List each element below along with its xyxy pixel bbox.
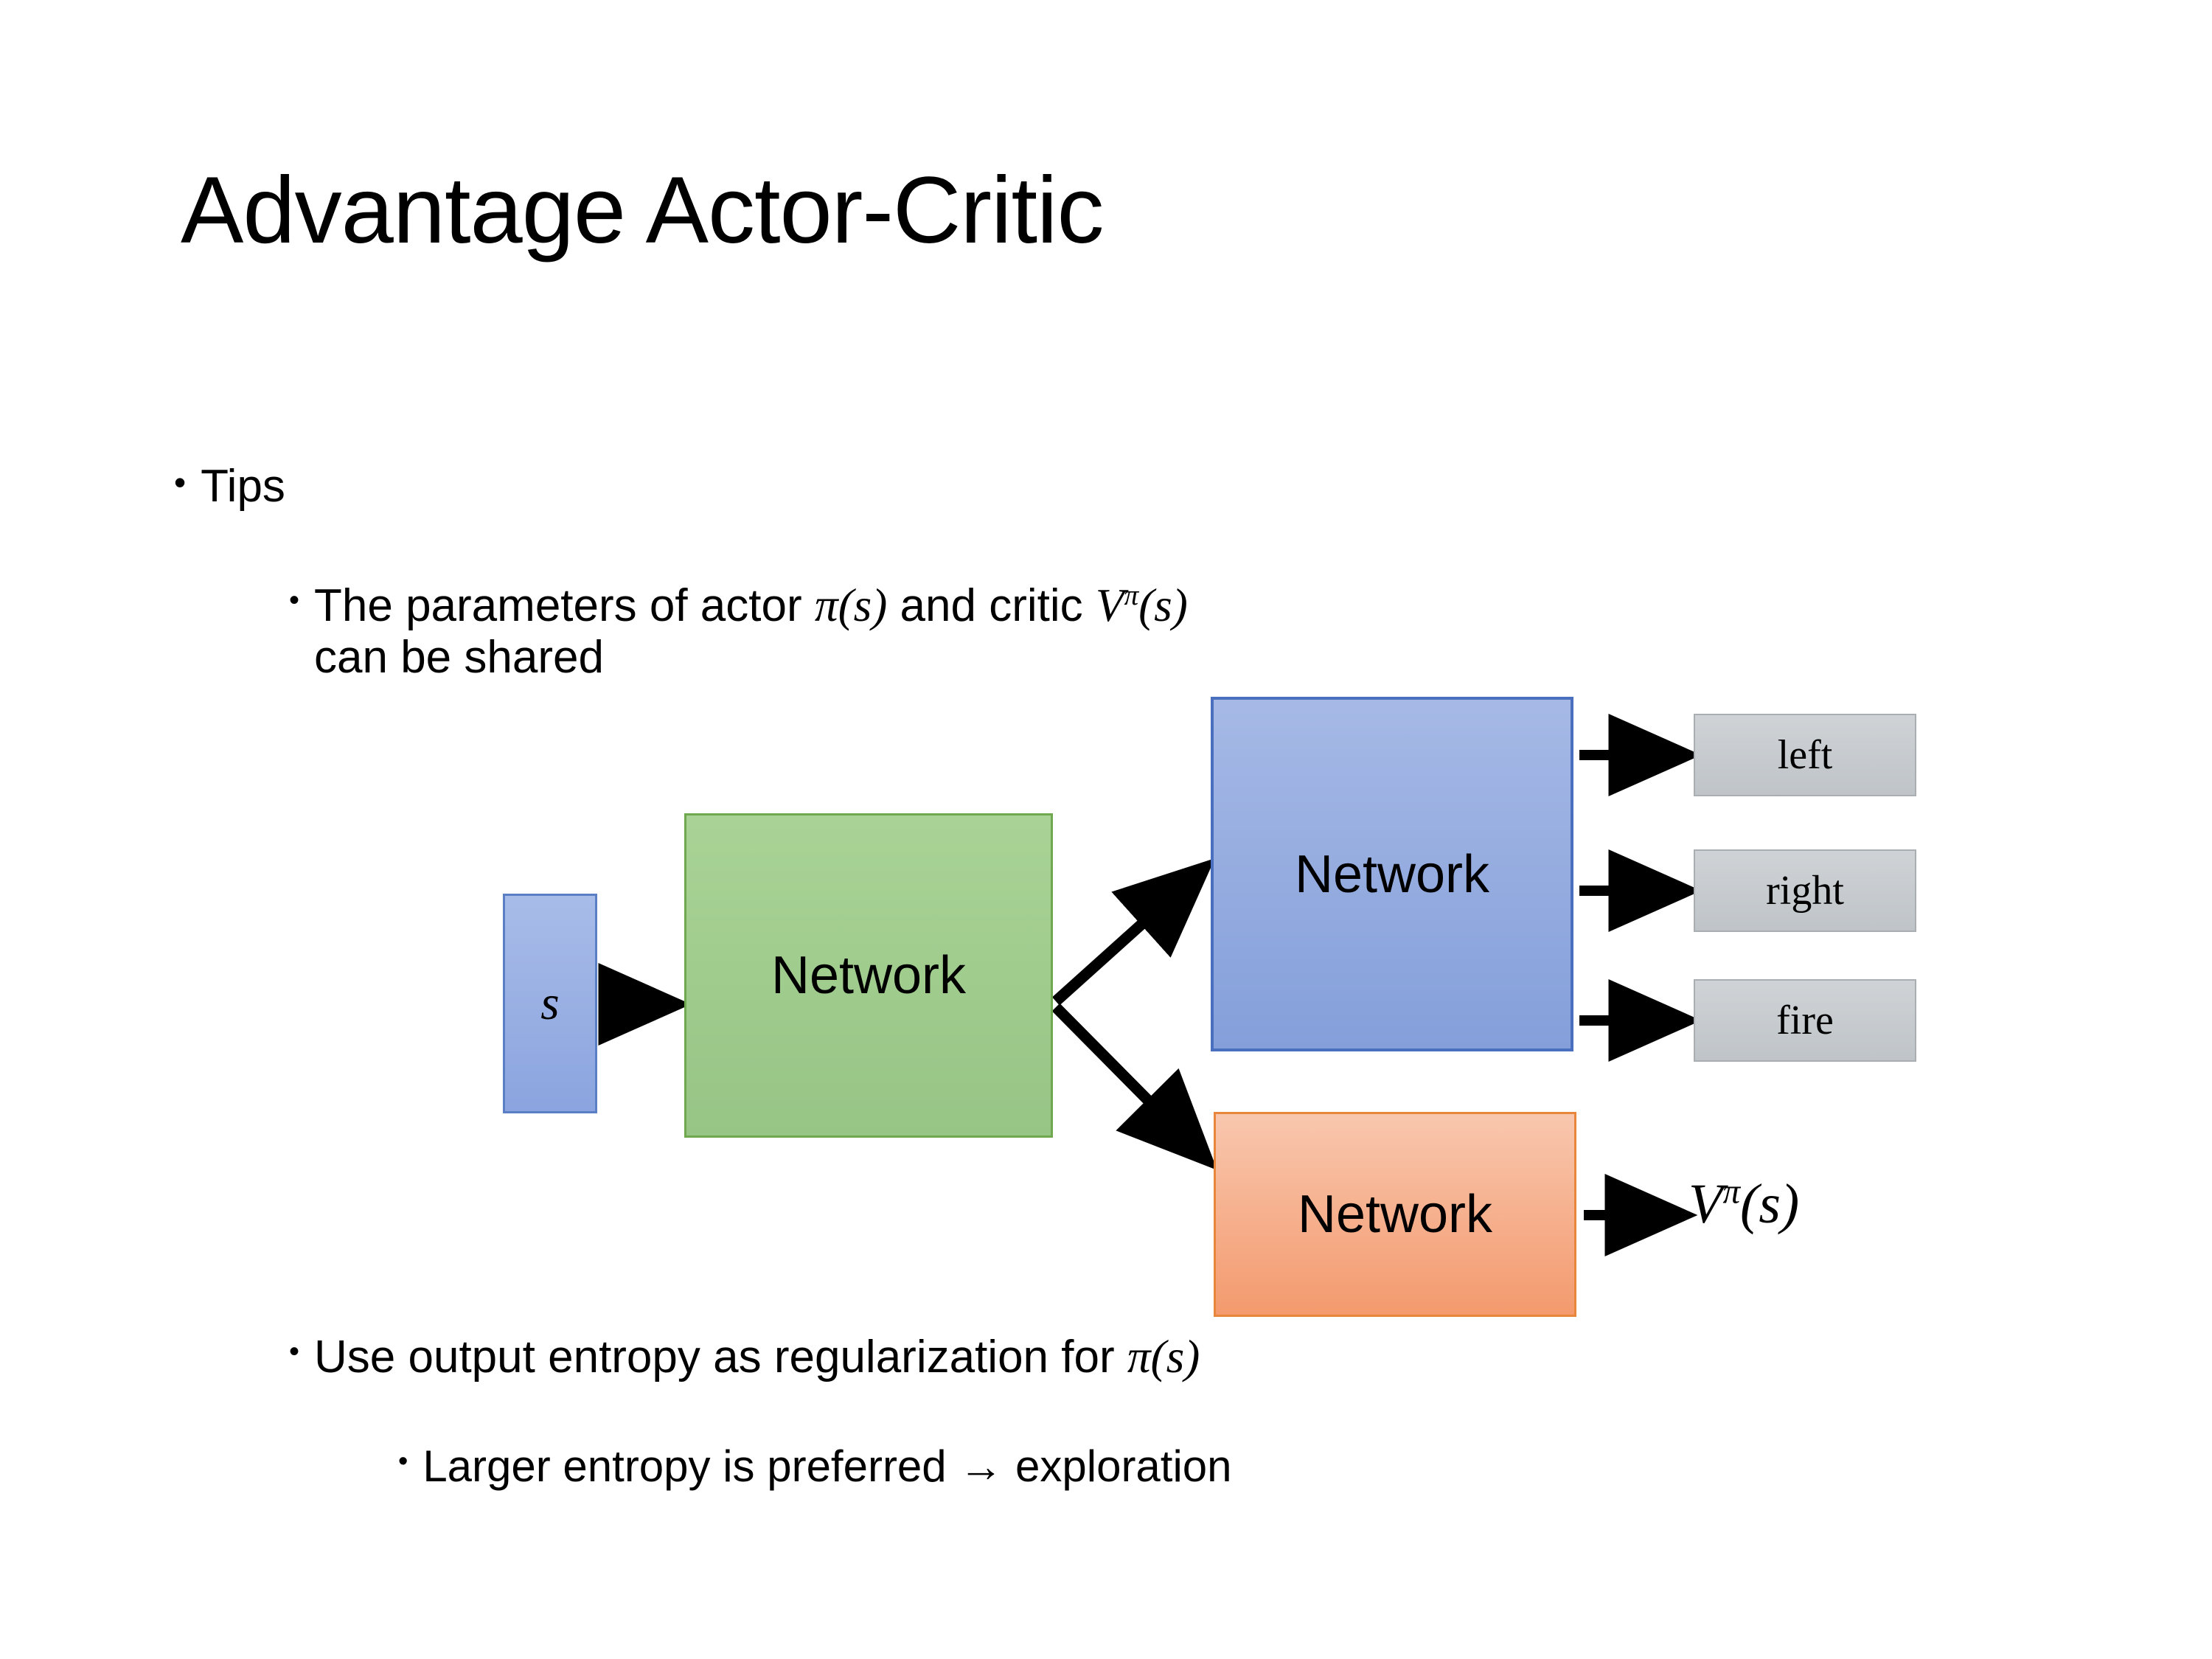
critic-network-label: Network (1297, 1185, 1493, 1244)
bullet-shared-body: The parameters of actor π(s) and critic … (314, 580, 1188, 683)
action-label-left: left (1777, 732, 1833, 778)
shared-network-label: Network (771, 946, 967, 1005)
action-label-right: right (1766, 868, 1844, 914)
critic-v-glyph: V (1095, 580, 1124, 631)
critic-v-superscript: π (1124, 579, 1139, 611)
action-box-fire: fire (1694, 979, 1916, 1062)
arrow-shared-to-actor (1051, 858, 1215, 1006)
bullet-tips-label: Tips (201, 461, 285, 512)
entropy-pi-arg: (s) (1150, 1331, 1200, 1382)
critic-value-base: V (1688, 1173, 1723, 1235)
bullet-larger-entropy: • Larger entropy is preferred → explorat… (398, 1441, 1232, 1491)
action-box-right: right (1694, 849, 1916, 932)
critic-value-arg: (s) (1740, 1173, 1800, 1235)
bullet-shared-tail: can be shared (314, 631, 604, 683)
bullet-marker-icon: • (289, 584, 300, 616)
action-label-fire: fire (1776, 998, 1834, 1043)
state-label: s (540, 976, 560, 1030)
actor-network-box: Network (1211, 697, 1573, 1051)
shared-network-box: Network (684, 813, 1053, 1138)
bullet-shared-pre: The parameters of actor (314, 580, 815, 631)
bullet-entropy-pre: Use output entropy as regularization for (314, 1332, 1127, 1382)
arrow-shared-to-critic (1051, 1003, 1217, 1171)
actor-network-label: Network (1294, 844, 1490, 904)
actor-pi-glyph: π (814, 580, 838, 631)
bullet-larger-label: Larger entropy is preferred → exploratio… (422, 1441, 1232, 1491)
critic-network-box: Network (1214, 1112, 1576, 1317)
critic-v-arg: (s) (1138, 580, 1188, 631)
page-title: Advantage Actor-Critic (181, 158, 1104, 263)
actor-pi-symbol: π(s) (815, 580, 887, 631)
bullet-tips: • Tips (174, 461, 285, 512)
actor-pi-arg: (s) (838, 580, 888, 631)
state-input-box: s (503, 894, 597, 1113)
entropy-pi-symbol: π(s) (1127, 1331, 1200, 1382)
critic-v-symbol: Vπ(s) (1096, 580, 1188, 631)
bullet-entropy-body: Use output entropy as regularization for… (314, 1331, 1200, 1383)
bullet-marker-icon: • (174, 463, 187, 501)
critic-value-output-label: Vπ(s) (1688, 1172, 1799, 1237)
entropy-pi-glyph: π (1127, 1331, 1151, 1382)
bullet-entropy-regularization: • Use output entropy as regularization f… (289, 1331, 1200, 1383)
critic-value-superscript: π (1722, 1172, 1741, 1211)
bullet-shared-parameters: • The parameters of actor π(s) and criti… (289, 580, 1764, 683)
action-box-left: left (1694, 714, 1916, 796)
bullet-shared-mid: and critic (887, 580, 1096, 631)
bullet-marker-icon: • (289, 1335, 300, 1368)
bullet-marker-icon: • (398, 1446, 408, 1477)
